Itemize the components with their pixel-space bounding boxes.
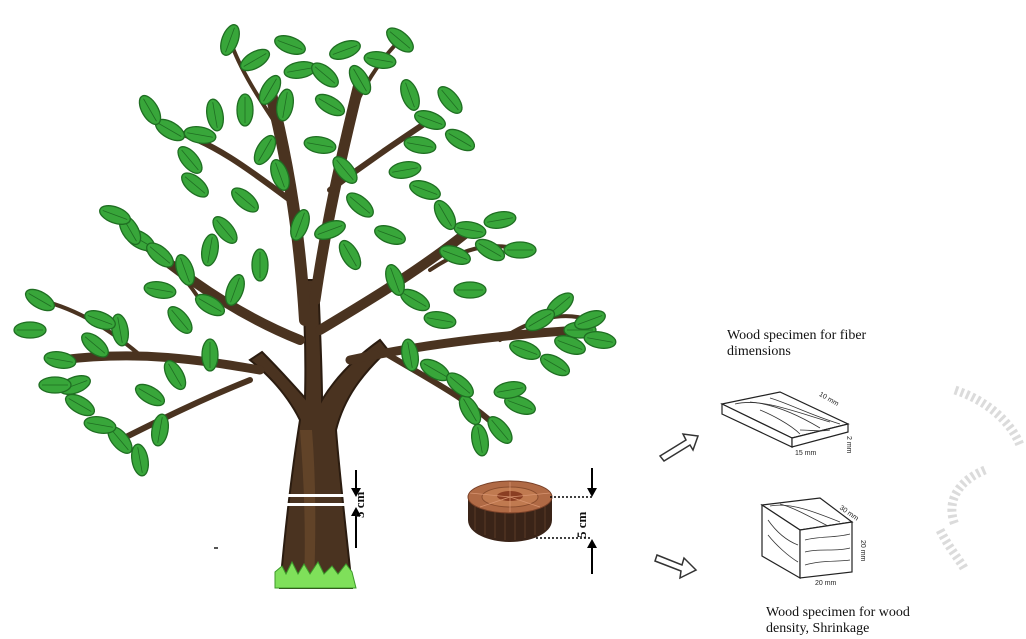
watermark-shape — [0, 0, 1026, 639]
